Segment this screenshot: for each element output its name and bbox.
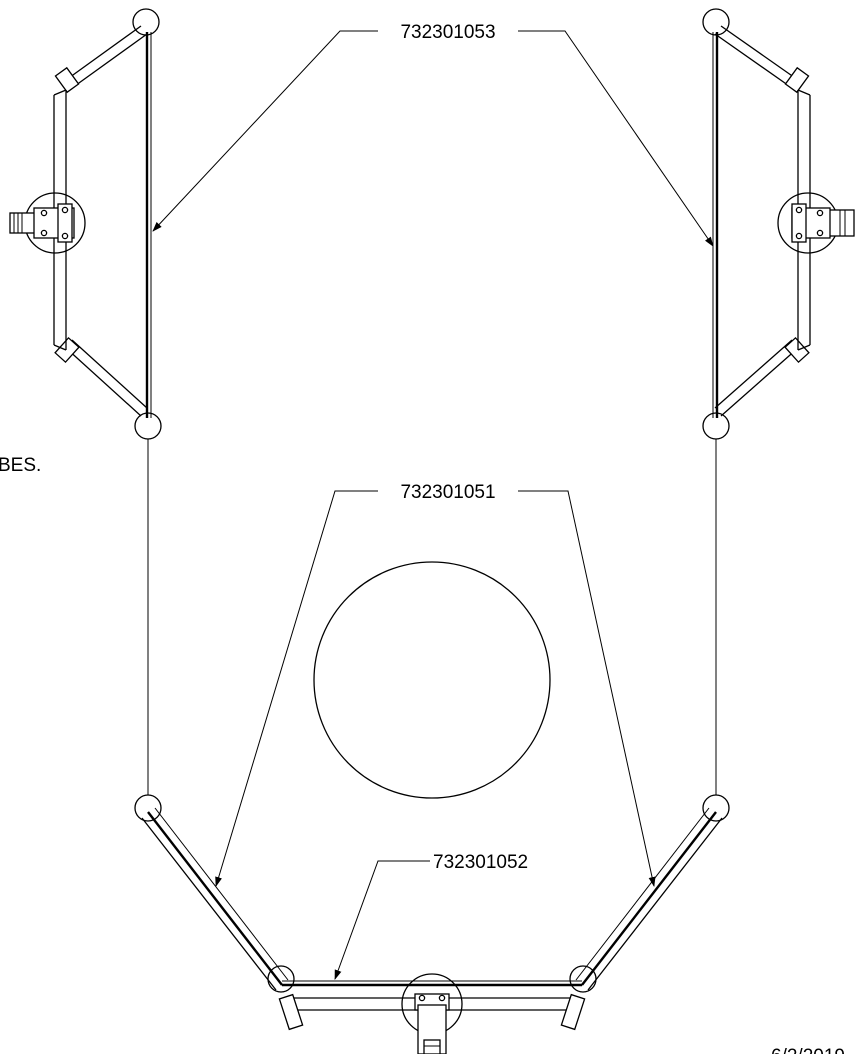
left-note-fragment: BES. bbox=[0, 455, 41, 476]
side-wires bbox=[147, 439, 717, 795]
middle-part-number-label: 732301051 bbox=[400, 482, 495, 503]
bottom-part-number-label: 732301052 bbox=[433, 852, 528, 873]
bottom-date-fragment: 6/2/2019 bbox=[771, 1046, 845, 1054]
right-upper-frame bbox=[702, 8, 855, 440]
top-part-number-label: 732301053 bbox=[400, 22, 495, 43]
center-circle bbox=[313, 561, 551, 799]
lower-frame bbox=[134, 794, 730, 1054]
left-upper-frame bbox=[9, 8, 162, 440]
leader-lines bbox=[152, 30, 714, 980]
